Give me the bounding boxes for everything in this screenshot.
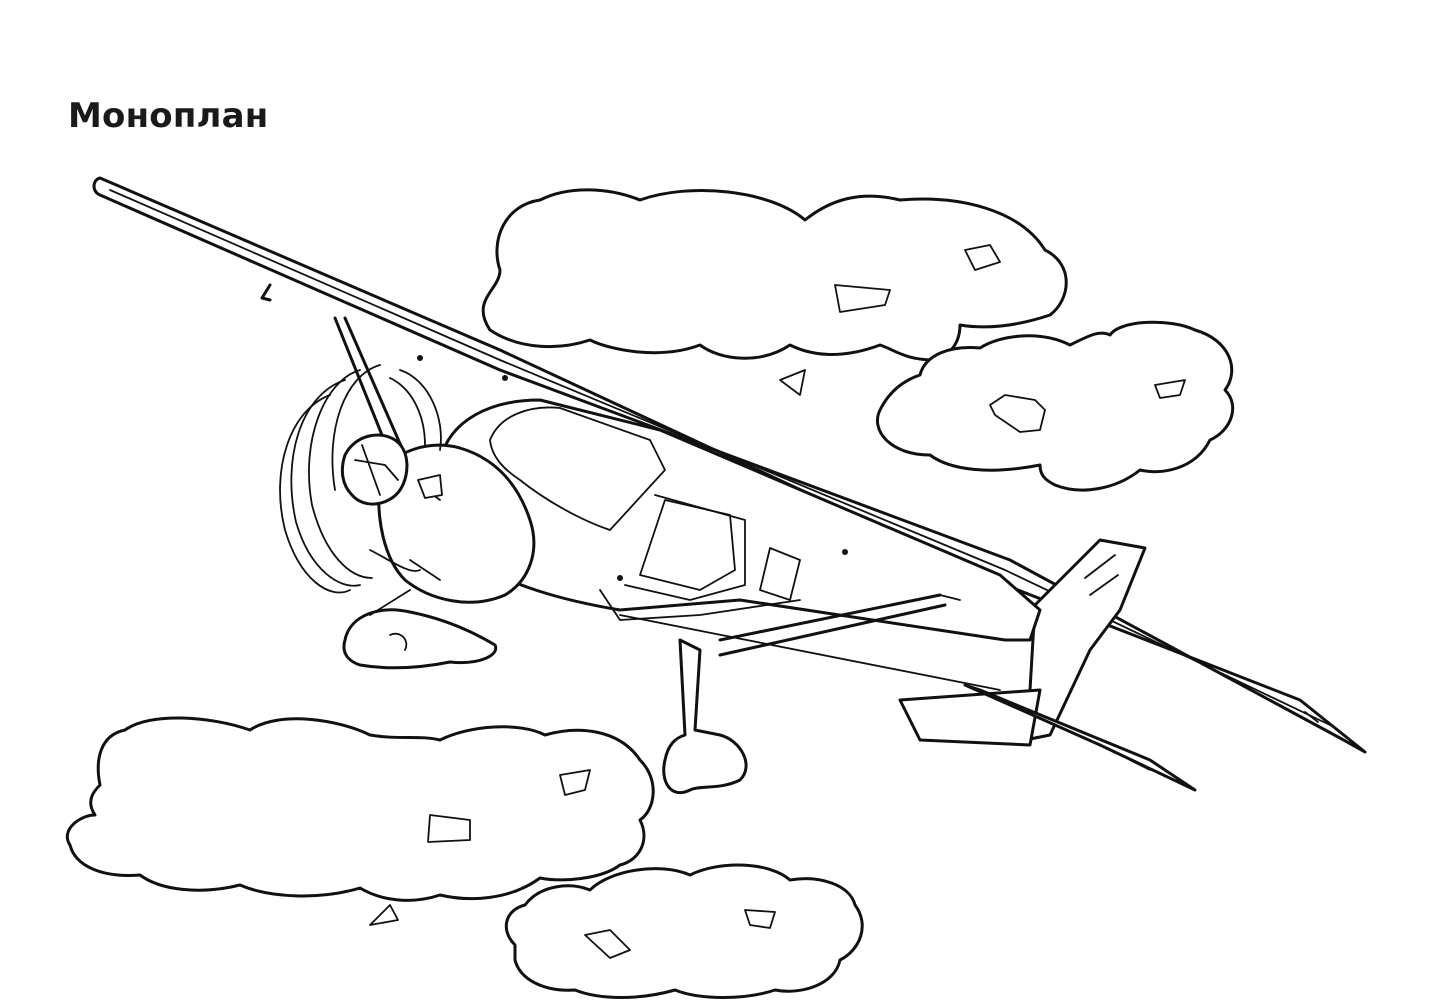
engine-cowling <box>377 443 536 604</box>
page-title: Моноплан <box>68 96 269 136</box>
horizontal-stabilizer <box>898 688 1042 747</box>
cloud-lower-left <box>66 716 655 902</box>
propeller-spinner <box>340 433 409 506</box>
cloud-upper <box>481 188 1068 396</box>
tail-fin <box>1023 538 1147 742</box>
cloud-right <box>876 320 1235 492</box>
propeller-disc <box>279 364 442 594</box>
cloud-bottom <box>369 863 864 999</box>
main-landing-gear <box>662 638 748 795</box>
monoplane <box>92 176 1367 795</box>
nose-wheel <box>342 608 498 670</box>
side-window-rear <box>759 547 801 601</box>
windshield <box>489 406 666 531</box>
rivets <box>417 355 848 581</box>
